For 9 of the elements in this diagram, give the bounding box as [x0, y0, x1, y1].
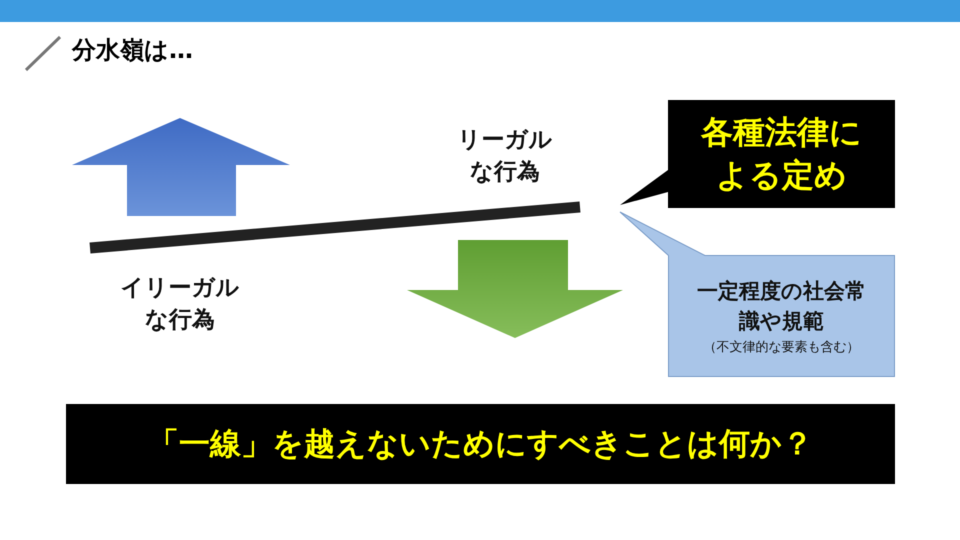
label-text: イリーガルな行為 — [120, 274, 240, 336]
question-text: 「一線」を越えないためにすべきことは何か？ — [148, 425, 813, 464]
callout-text: 各種法律による定め — [700, 112, 863, 196]
callout-note: （不文律的な要素も含む） — [704, 339, 860, 356]
question-banner — [66, 404, 895, 484]
callout-text: 一定程度の社会常識や規範 — [696, 278, 867, 335]
slide-title: 分水嶺は… — [72, 35, 193, 66]
label-text: リーガルな行為 — [456, 126, 554, 188]
speech-callout — [618, 100, 895, 208]
